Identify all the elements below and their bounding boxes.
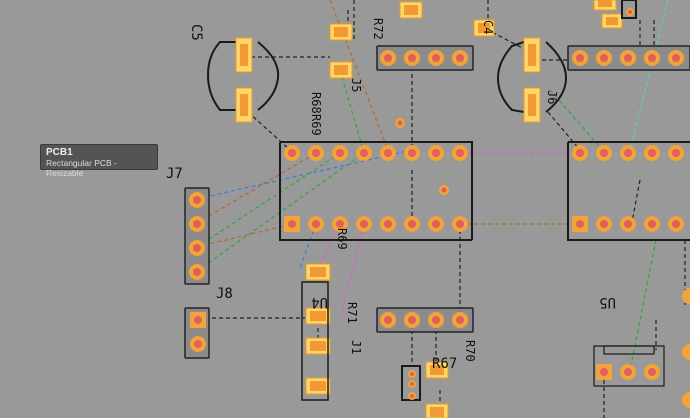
pad-hole	[648, 220, 656, 228]
connector-j7-pins[interactable]	[189, 192, 205, 280]
pad-hole	[432, 149, 440, 157]
header-r72[interactable]	[376, 45, 474, 71]
label-r68: R68	[309, 92, 323, 114]
ic-main[interactable]	[279, 141, 473, 241]
edge-pads	[682, 288, 690, 408]
pad-hole	[648, 368, 656, 376]
label-r67: R67	[432, 356, 457, 372]
pad-hole	[600, 149, 608, 157]
label-r69: R69	[309, 114, 323, 136]
pad-hole	[408, 220, 416, 228]
pad-hole	[384, 54, 392, 62]
pad-hole	[456, 54, 464, 62]
label-r70: R70	[463, 340, 477, 362]
pad-hole	[312, 149, 320, 157]
pad-hole	[624, 149, 632, 157]
pad-hole	[456, 149, 464, 157]
capacitor-c5[interactable]	[206, 37, 280, 123]
tooltip-title: PCB1	[46, 147, 73, 158]
pad-hole	[193, 244, 201, 252]
pad-hole	[624, 368, 632, 376]
label-j8: J8	[216, 286, 233, 302]
pad-hole	[432, 220, 440, 228]
part-outline-u4	[301, 281, 329, 401]
label-c5: C5	[188, 24, 204, 41]
component-tooltip: PCB1 Rectangular PCB - Resizable	[40, 144, 158, 178]
pad-hole	[432, 54, 440, 62]
label-u5: U5	[599, 294, 616, 310]
connector-j8-pins[interactable]	[190, 312, 206, 352]
pad-hole	[336, 149, 344, 157]
pad-hole	[624, 220, 632, 228]
label-r73: R69	[335, 228, 349, 250]
pad-hole	[288, 149, 296, 157]
label-j1: J1	[349, 340, 363, 354]
tooltip-subtitle: Rectangular PCB - Resizable	[46, 158, 117, 178]
pad-hole	[456, 316, 464, 324]
header-r72-pins[interactable]	[380, 50, 468, 66]
pad-hole	[576, 149, 584, 157]
pad-hole	[600, 54, 608, 62]
colored-wires	[196, 0, 669, 371]
ic-right-pins[interactable]	[572, 145, 684, 232]
label-j6: J6	[545, 90, 559, 104]
pad-hole	[193, 268, 201, 276]
connector-u5[interactable]	[593, 345, 665, 387]
pad-hole	[672, 149, 680, 157]
pad-hole	[194, 316, 202, 324]
pad-hole	[336, 220, 344, 228]
pad-hole	[408, 316, 416, 324]
pad-hole	[384, 316, 392, 324]
pad-hole	[384, 149, 392, 157]
pad-hole	[672, 54, 680, 62]
pad-hole	[432, 316, 440, 324]
ic-right[interactable]	[567, 141, 690, 241]
header-r70-pins[interactable]	[380, 312, 468, 328]
pad-hole	[384, 220, 392, 228]
connector-j7[interactable]	[184, 187, 210, 285]
connector-u5-pins[interactable]	[620, 364, 660, 380]
label-r72: R72	[371, 18, 385, 40]
pad-hole	[194, 340, 202, 348]
pad-hole	[600, 220, 608, 228]
ic-main-bottom-pins[interactable]	[308, 216, 468, 232]
ic-main-top-pins[interactable]	[284, 145, 468, 161]
pad-hole	[648, 149, 656, 157]
pad-hole	[672, 220, 680, 228]
pad-hole	[408, 54, 416, 62]
part-outline-top-right	[621, 0, 637, 19]
pad-hole	[193, 220, 201, 228]
header-r70[interactable]	[376, 307, 474, 333]
label-j7: J7	[166, 166, 183, 182]
pad-hole	[360, 220, 368, 228]
pad-hole	[456, 220, 464, 228]
pad-hole	[193, 196, 201, 204]
vias	[395, 8, 634, 400]
capacitor-j6[interactable]	[496, 37, 568, 123]
label-r71: R71	[345, 302, 359, 324]
part-outline-r67	[401, 365, 421, 401]
label-c4: C4	[481, 20, 495, 34]
pad-hole	[312, 220, 320, 228]
header-j1-pins[interactable]	[572, 50, 684, 66]
label-u4: U4	[311, 294, 328, 310]
label-j5: J5	[349, 78, 363, 92]
pad-hole	[624, 54, 632, 62]
pad-hole	[408, 149, 416, 157]
smd-parts[interactable]	[305, 0, 623, 418]
pad-hole	[360, 149, 368, 157]
pad-hole	[576, 54, 584, 62]
pad-hole	[648, 54, 656, 62]
